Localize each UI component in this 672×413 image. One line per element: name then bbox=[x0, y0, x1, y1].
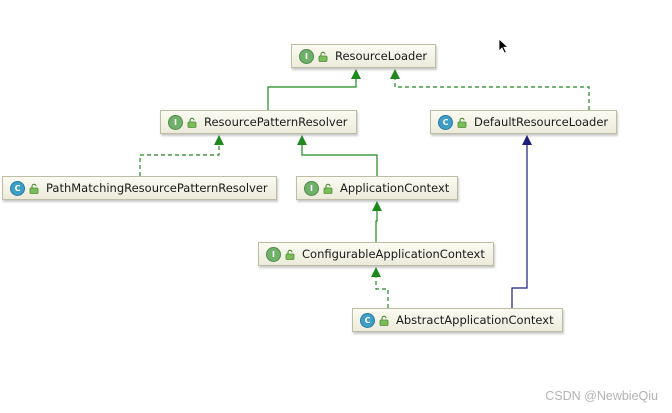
arrowhead-configurable-application-context-to-application-context bbox=[372, 201, 382, 211]
interface-badge-icon: I bbox=[168, 114, 183, 130]
mouse-cursor-icon bbox=[498, 38, 509, 54]
node-resource-loader[interactable]: I ResourceLoader bbox=[291, 44, 437, 68]
node-configurable-application-context[interactable]: I ConfigurableApplicationContext bbox=[258, 242, 494, 266]
interface-badge-icon: I bbox=[304, 180, 319, 196]
node-label: ResourcePatternResolver bbox=[204, 115, 348, 129]
interface-badge-icon: I bbox=[299, 48, 314, 64]
node-label: ConfigurableApplicationContext bbox=[302, 247, 485, 261]
edge-application-context-to-resource-pattern-resolver bbox=[301, 143, 378, 176]
edge-default-resource-loader-to-resource-loader bbox=[394, 77, 590, 110]
arrowhead-abstract-application-context-to-default-resource-loader bbox=[522, 135, 532, 145]
node-resource-pattern-resolver[interactable]: I ResourcePatternResolver bbox=[160, 110, 357, 134]
node-default-resource-loader[interactable]: C DefaultResourceLoader bbox=[430, 110, 618, 134]
edge-path-matching-resource-pattern-resolver-to-resource-pattern-resolver bbox=[139, 143, 220, 176]
arrowhead-path-matching-resource-pattern-resolver-to-resource-pattern-resolver bbox=[214, 135, 224, 145]
node-label: ApplicationContext bbox=[340, 181, 450, 195]
arrowhead-resource-pattern-resolver-to-resource-loader bbox=[351, 69, 361, 79]
abstract-class-badge-icon: C bbox=[360, 312, 375, 328]
lock-icon bbox=[29, 183, 39, 194]
edge-abstract-application-context-to-default-resource-loader bbox=[511, 143, 528, 308]
arrowhead-abstract-application-context-to-configurable-application-context bbox=[371, 267, 381, 277]
arrowhead-default-resource-loader-to-resource-loader bbox=[390, 69, 400, 79]
lock-icon bbox=[379, 315, 389, 326]
edge-configurable-application-context-to-application-context bbox=[375, 209, 378, 242]
edge-abstract-application-context-to-configurable-application-context bbox=[375, 275, 389, 308]
node-abstract-application-context[interactable]: C AbstractApplicationContext bbox=[352, 308, 563, 332]
lock-icon bbox=[323, 183, 333, 194]
node-label: DefaultResourceLoader bbox=[474, 115, 609, 129]
lock-icon bbox=[285, 249, 295, 260]
edge-resource-pattern-resolver-to-resource-loader bbox=[267, 77, 357, 110]
node-label: ResourceLoader bbox=[335, 49, 428, 63]
watermark: CSDN @NewbieQiu bbox=[545, 389, 658, 403]
lock-icon bbox=[318, 51, 328, 62]
lock-icon bbox=[187, 117, 197, 128]
class-badge-icon: C bbox=[10, 180, 25, 196]
node-label: PathMatchingResourcePatternResolver bbox=[46, 181, 268, 195]
arrowhead-application-context-to-resource-pattern-resolver bbox=[297, 135, 307, 145]
class-badge-icon: C bbox=[438, 114, 453, 130]
node-path-matching-resource-pattern-resolver[interactable]: C PathMatchingResourcePatternResolver bbox=[2, 176, 277, 200]
node-application-context[interactable]: I ApplicationContext bbox=[296, 176, 459, 200]
interface-badge-icon: I bbox=[266, 246, 281, 262]
node-label: AbstractApplicationContext bbox=[396, 313, 554, 327]
lock-icon bbox=[457, 117, 467, 128]
